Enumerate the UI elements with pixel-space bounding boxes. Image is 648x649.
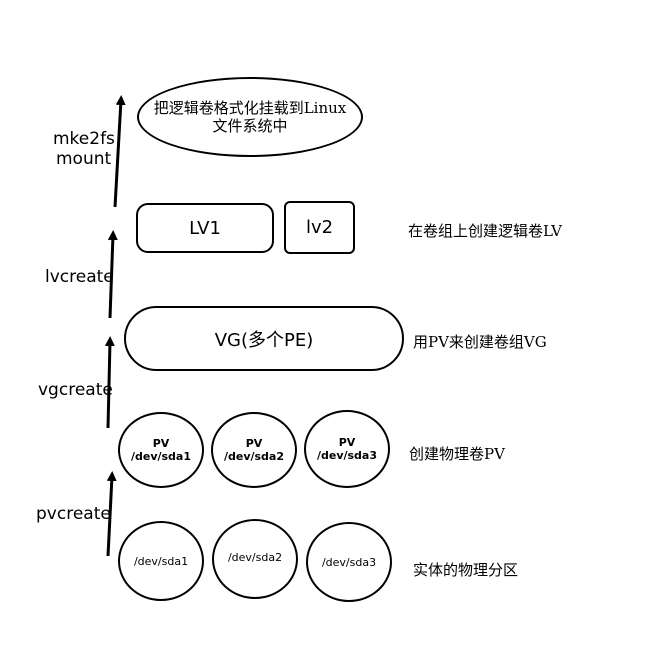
vg-label: VG(多个PE): [214, 329, 314, 351]
note-partitions: 实体的物理分区: [413, 561, 519, 579]
partition2-label: /dev/sda2: [227, 550, 283, 564]
lv1-label: LV1: [189, 217, 221, 239]
filesystem-text-line2: 文件系统中: [212, 117, 288, 135]
cmd-lvcreate: lvcreate: [45, 267, 114, 287]
partition1-label: /dev/sda1: [133, 554, 189, 568]
arrow-vgcreate: [104, 336, 115, 429]
pv1-title: PV: [152, 437, 170, 450]
cmd-mke2fs: mke2fs: [53, 129, 115, 149]
lv1-box: LV1: [136, 203, 274, 253]
cmd-mount: mount: [56, 149, 112, 169]
arrow-mkfs-mount: [113, 95, 126, 208]
pv3-title: PV: [338, 436, 356, 449]
pv2-title: PV: [245, 437, 263, 450]
note-lv: 在卷组上创建逻辑卷LV: [408, 222, 563, 240]
note-pv: 创建物理卷PV: [409, 445, 505, 463]
pv3-device: /dev/sda3: [316, 449, 378, 462]
vg-box: VG(多个PE): [124, 306, 404, 371]
lv2-label: lv2: [305, 217, 334, 238]
pv2-device: /dev/sda2: [223, 450, 285, 463]
arrow-pvcreate: [106, 471, 117, 557]
partition-circle-3: /dev/sda3: [306, 522, 392, 602]
filesystem-text-line1: 把逻辑卷格式化挂载到Linux: [153, 99, 347, 117]
arrow-lvcreate: [107, 230, 118, 319]
lv2-box: lv2: [284, 201, 355, 254]
cmd-pvcreate: pvcreate: [36, 504, 111, 524]
partition3-label: /dev/sda3: [321, 555, 377, 569]
pv1-device: /dev/sda1: [130, 450, 192, 463]
note-vg: 用PV来创建卷组VG: [413, 333, 547, 351]
partition-circle-1: /dev/sda1: [118, 521, 204, 601]
pv-circle-1: PV /dev/sda1: [118, 412, 204, 488]
filesystem-ellipse: 把逻辑卷格式化挂载到Linux 文件系统中: [137, 77, 363, 157]
pv-circle-2: PV /dev/sda2: [211, 412, 297, 488]
cmd-vgcreate: vgcreate: [38, 380, 113, 400]
partition-circle-2: /dev/sda2: [212, 519, 298, 599]
pv-circle-3: PV /dev/sda3: [304, 410, 390, 488]
